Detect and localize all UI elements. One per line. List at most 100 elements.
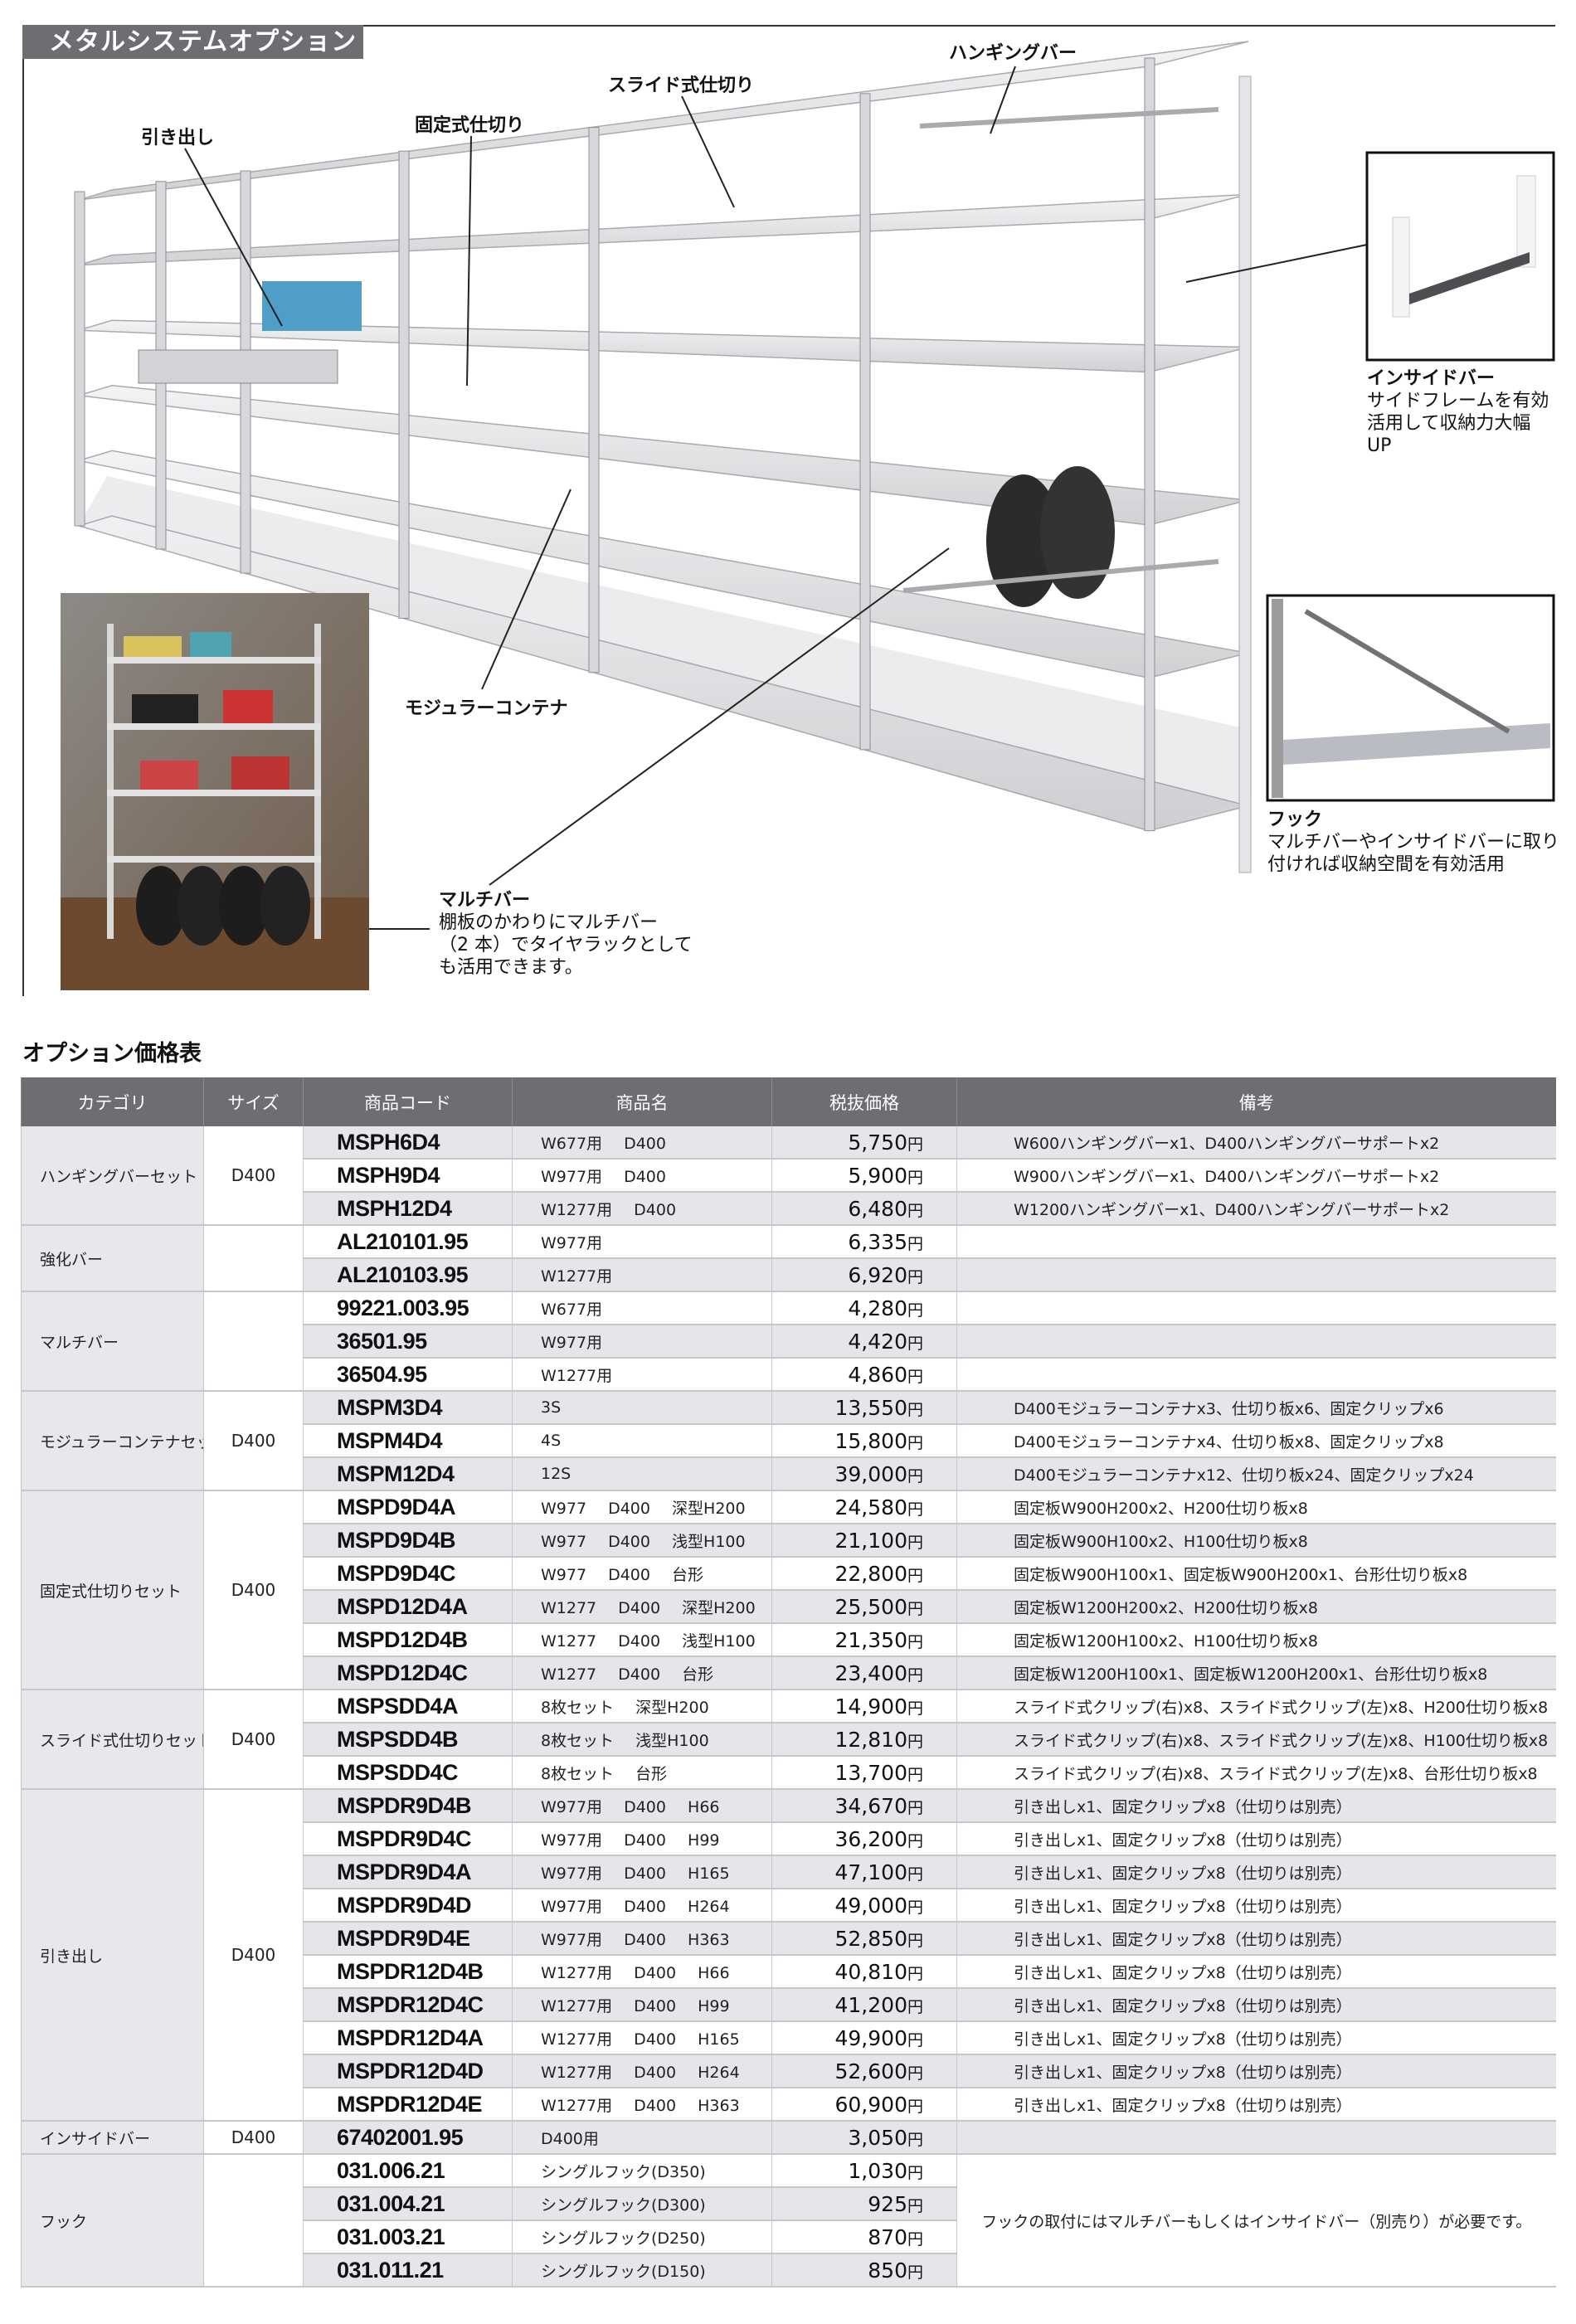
currency-unit: 円 xyxy=(907,1267,923,1286)
multibar xyxy=(902,559,1219,593)
price-value: 52,600 xyxy=(834,2059,907,2083)
currency-unit: 円 xyxy=(907,1168,923,1187)
price-cell: 850円 xyxy=(771,2254,957,2288)
price-value: 22,800 xyxy=(834,1561,907,1586)
price-value: 13,550 xyxy=(834,1395,907,1420)
size-cell xyxy=(203,1225,304,1292)
caption-line: （2 本）でタイヤラックとして xyxy=(439,935,693,955)
category-cell: フック xyxy=(21,2154,204,2288)
currency-unit: 円 xyxy=(907,1632,923,1651)
price-cell: 24,580円 xyxy=(771,1490,957,1524)
product-name: W1277用 D400 H264 xyxy=(512,2054,772,2088)
price-cell: 36,200円 xyxy=(771,1822,957,1856)
product-name: 8枚セット 深型H200 xyxy=(512,1690,772,1724)
inside-bar-image xyxy=(1365,151,1555,362)
remark-cell: 引き出しx1、固定クリップx8（仕切りは別売） xyxy=(956,2054,1556,2088)
column-header-name: 商品名 xyxy=(512,1077,772,1126)
price-value: 40,810 xyxy=(834,1959,907,1984)
price-value: 60,900 xyxy=(834,2092,907,2117)
price-cell: 13,550円 xyxy=(771,1391,957,1425)
currency-unit: 円 xyxy=(907,2064,923,2083)
product-code: MSPDR12D4B xyxy=(303,1955,513,1989)
price-cell: 40,810円 xyxy=(771,1955,957,1989)
price-cell: 41,200円 xyxy=(771,1988,957,2022)
price-value: 870 xyxy=(868,2224,907,2249)
price-cell: 25,500円 xyxy=(771,1590,957,1624)
price-value: 5,900 xyxy=(848,1163,907,1188)
metal-rack-drawing xyxy=(74,41,1252,873)
price-cell: 49,900円 xyxy=(771,2021,957,2055)
price-value: 36,200 xyxy=(834,1826,907,1851)
price-value: 15,800 xyxy=(834,1428,907,1453)
caption-title: インサイドバー xyxy=(1367,368,1496,389)
price-value: 12,810 xyxy=(834,1727,907,1752)
size-cell: D400 xyxy=(203,2121,304,2155)
product-name: W1277用 D400 xyxy=(512,1192,772,1226)
currency-unit: 円 xyxy=(907,1400,923,1419)
leader-line-modular-container xyxy=(481,489,572,690)
price-cell: 52,850円 xyxy=(771,1922,957,1956)
currency-unit: 円 xyxy=(907,2097,923,2116)
price-cell: 4,420円 xyxy=(771,1325,957,1359)
currency-unit: 円 xyxy=(907,1599,923,1618)
price-cell: 21,100円 xyxy=(771,1524,957,1558)
remark-cell: 固定板W900H100x2、H100仕切り板x8 xyxy=(956,1524,1556,1558)
remark-cell: スライド式クリップ(右)x8、スライド式クリップ(左)x8、H100仕切り板x8 xyxy=(956,1723,1556,1757)
hook-image xyxy=(1266,594,1555,802)
product-name: シングルフック(D250) xyxy=(512,2220,772,2254)
price-value: 21,100 xyxy=(834,1528,907,1553)
product-code: MSPH6D4 xyxy=(303,1126,513,1160)
product-code: 031.004.21 xyxy=(303,2187,513,2221)
category-cell: インサイドバー xyxy=(21,2121,204,2155)
product-name: W977用 D400 H264 xyxy=(512,1889,772,1923)
product-name: 8枚セット 台形 xyxy=(512,1756,772,1790)
price-value: 21,350 xyxy=(834,1627,907,1652)
price-cell: 52,600円 xyxy=(771,2054,957,2088)
leader-line-fixed-divider xyxy=(466,135,472,387)
product-code: MSPD12D4A xyxy=(303,1590,513,1624)
price-cell: 925円 xyxy=(771,2187,957,2221)
size-cell: D400 xyxy=(203,1391,304,1491)
product-code: MSPD12D4C xyxy=(303,1656,513,1690)
drawer xyxy=(138,349,338,384)
caption-line: 付ければ収納空間を有効活用 xyxy=(1267,854,1505,875)
product-code: MSPH12D4 xyxy=(303,1192,513,1226)
currency-unit: 円 xyxy=(907,1798,923,1817)
product-name: D400用 xyxy=(512,2121,772,2155)
divider xyxy=(363,25,1555,27)
currency-unit: 円 xyxy=(907,1665,923,1685)
leader-lines xyxy=(184,66,1368,930)
price-value: 6,335 xyxy=(848,1229,907,1254)
price-cell: 4,280円 xyxy=(771,1291,957,1325)
section-header-metal-system-options: メタルシステムオプション xyxy=(22,25,363,59)
product-code: MSPDR12D4D xyxy=(303,2054,513,2088)
caption-line: 棚板のかわりにマルチバー xyxy=(439,912,659,933)
price-cell: 1,030円 xyxy=(771,2154,957,2188)
size-cell xyxy=(203,1291,304,1392)
product-code: 99221.003.95 xyxy=(303,1291,513,1325)
category-cell: スライド式仕切りセット xyxy=(21,1690,204,1790)
remark-cell: 引き出しx1、固定クリップx8（仕切りは別売） xyxy=(956,1789,1556,1823)
remark-cell: 引き出しx1、固定クリップx8（仕切りは別売） xyxy=(956,1855,1556,1889)
price-cell: 12,810円 xyxy=(771,1723,957,1757)
price-value: 34,670 xyxy=(834,1793,907,1818)
product-name: W1277用 D400 H165 xyxy=(512,2021,772,2055)
product-code: MSPM4D4 xyxy=(303,1424,513,1458)
